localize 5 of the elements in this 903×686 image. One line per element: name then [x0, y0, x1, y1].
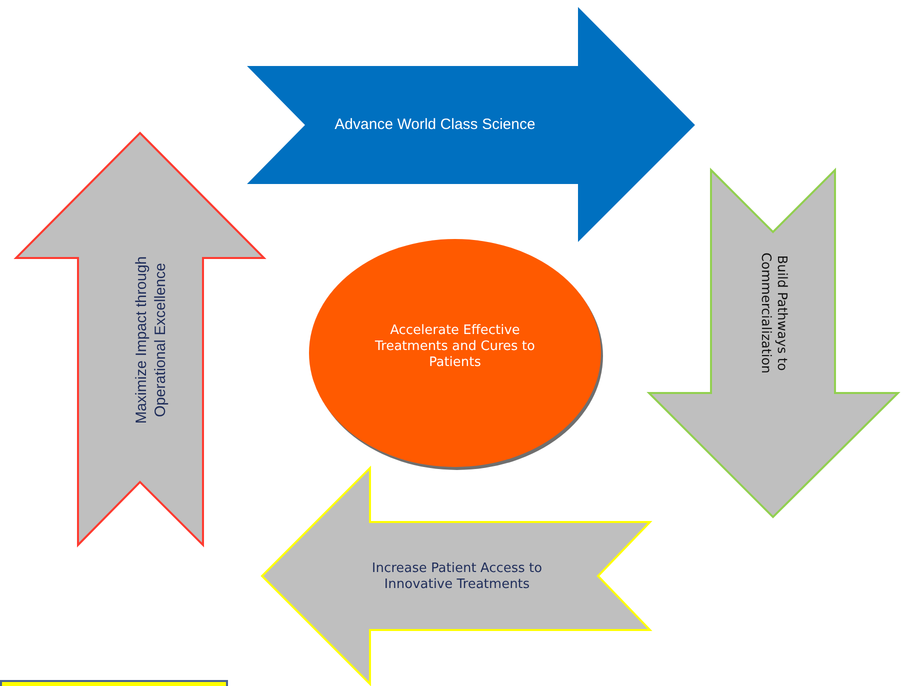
arrow-label: Build Pathways to Commercialization	[757, 251, 790, 376]
arrow-label: Accelerate Effective Treatments and Cures to Patients	[374, 322, 536, 372]
arrow-label: Increase Patient Access to Innovative Treatments	[370, 560, 544, 594]
arrow-label: Advance World Class Science	[334, 114, 536, 135]
arrow-label: Maximize Impact through Operational Excellence	[132, 255, 170, 426]
